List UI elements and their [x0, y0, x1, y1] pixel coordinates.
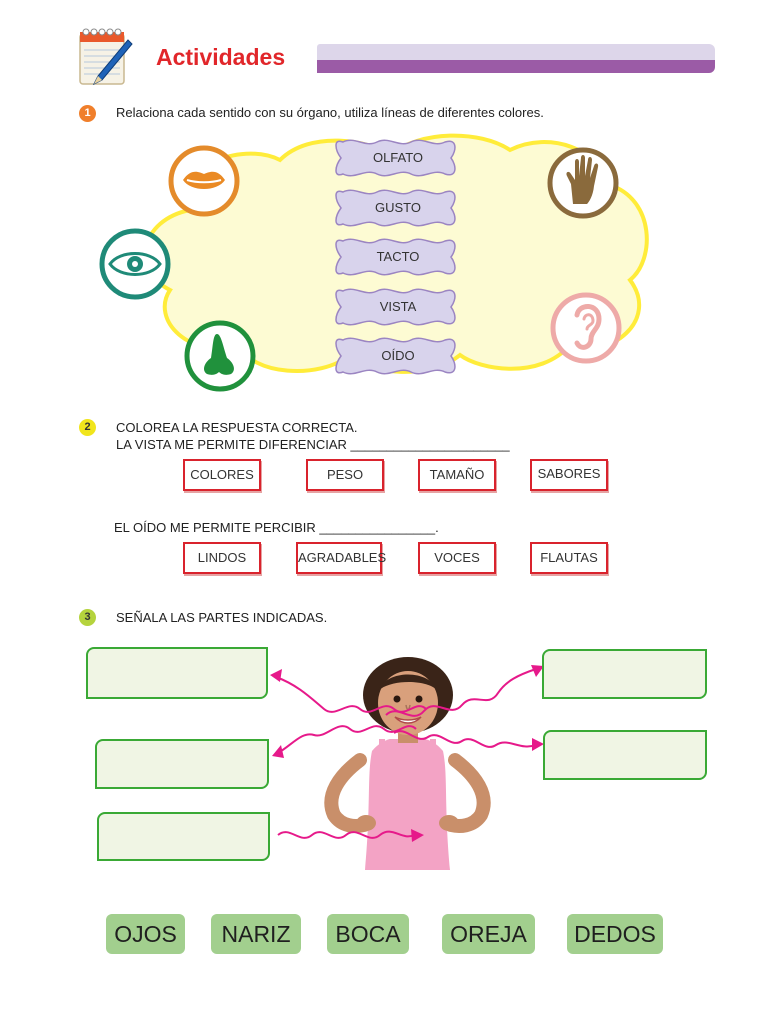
- answer-box-top-left[interactable]: [86, 647, 268, 699]
- answer-box-middle-right[interactable]: [543, 730, 707, 780]
- question-2-instruction: COLOREA LA RESPUESTA CORRECTA.: [116, 420, 358, 435]
- question-3-instruction: SEÑALA LAS PARTES INDICADAS.: [116, 610, 328, 625]
- option-colores[interactable]: COLORES: [183, 459, 261, 491]
- word-chip-nariz[interactable]: NARIZ: [211, 914, 301, 954]
- sense-label-olfato: OLFATO: [333, 138, 463, 178]
- sense-label-tacto: TACTO: [333, 237, 463, 277]
- word-chip-oreja[interactable]: OREJA: [442, 914, 535, 954]
- sense-label-gusto: GUSTO: [333, 188, 463, 228]
- girl-photo: [320, 655, 495, 870]
- option-flautas[interactable]: FLAUTAS: [530, 542, 608, 574]
- question-number-3: 3: [79, 609, 96, 626]
- nose-icon: [183, 320, 257, 392]
- sense-label-oido: OÍDO: [333, 336, 463, 376]
- notepad-pen-icon: [76, 24, 134, 88]
- option-lindos[interactable]: LINDOS: [183, 542, 261, 574]
- answer-box-top-right[interactable]: [542, 649, 707, 699]
- word-chip-ojos[interactable]: OJOS: [106, 914, 185, 954]
- word-chip-boca[interactable]: BOCA: [327, 914, 409, 954]
- question-2-sentence-2: EL OÍDO ME PERMITE PERCIBIR ____________…: [114, 520, 439, 535]
- mouth-icon: [167, 144, 241, 218]
- question-number-1: 1: [79, 105, 96, 122]
- answer-box-middle-left[interactable]: [95, 739, 269, 789]
- hand-icon: [545, 146, 621, 220]
- sense-label-vista: VISTA: [333, 287, 463, 327]
- eye-icon: [98, 228, 172, 300]
- option-tamano[interactable]: TAMAÑO: [418, 459, 496, 491]
- pointer-arrows: [266, 655, 546, 855]
- ear-icon: [547, 291, 625, 365]
- option-sabores[interactable]: SABORES: [530, 459, 608, 491]
- page-title: Actividades: [156, 44, 286, 70]
- header-bar-purple: [317, 60, 715, 73]
- question-1-instruction: Relaciona cada sentido con su órgano, ut…: [116, 105, 544, 120]
- option-agradables[interactable]: AGRADABLES: [296, 542, 386, 574]
- question-2-sentence-1: LA VISTA ME PERMITE DIFERENCIAR ________…: [116, 437, 510, 452]
- option-peso[interactable]: PESO: [306, 459, 384, 491]
- option-voces[interactable]: VOCES: [418, 542, 496, 574]
- answer-box-bottom-left[interactable]: [97, 812, 270, 861]
- question-number-2: 2: [79, 419, 96, 436]
- word-chip-dedos[interactable]: DEDOS: [567, 914, 663, 954]
- header-bar-light: [317, 44, 715, 60]
